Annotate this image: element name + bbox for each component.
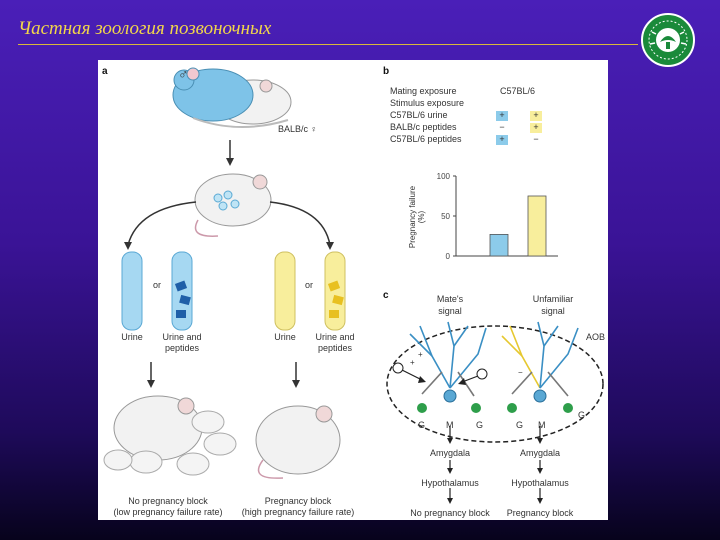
aob-label: AOB	[586, 332, 606, 342]
plus-sign: +	[418, 350, 423, 359]
granule-label: G	[516, 420, 524, 430]
tube-label-1: Urine	[121, 332, 143, 342]
bar-0	[489, 234, 509, 257]
granule-cell-left	[471, 403, 481, 413]
outcome-right-subtitle: (high pregnancy failure rate)	[241, 507, 355, 517]
urine-peptides-tube-icon	[324, 251, 346, 331]
tube-label-3: Urine	[274, 332, 296, 342]
y-tick-label: 50	[441, 212, 450, 221]
pregnant-female-mouse-icon	[194, 173, 272, 237]
table-row-label: C57BL/6 urine	[390, 110, 448, 120]
mitral-cell-left	[443, 389, 457, 403]
outcome-block: Pregnancy block	[506, 508, 574, 518]
granule-cell-right	[507, 403, 517, 413]
outcome-left-subtitle: (low pregnancy failure rate)	[113, 507, 223, 517]
female-strain-label: BALB/c ♀	[278, 124, 318, 134]
table-row-label: BALB/c peptides	[390, 122, 457, 132]
plus-sign: +	[410, 358, 415, 367]
granule-label: G	[476, 420, 484, 430]
mother-with-pups-icon	[103, 395, 237, 476]
table-header-strain: C57BL/6	[500, 86, 536, 96]
stimulus-value: −	[533, 134, 539, 144]
amygdala-left: Amygdala	[429, 448, 471, 458]
amygdala-right: Amygdala	[519, 448, 561, 458]
outcome-no-block: No pregnancy block	[410, 508, 490, 518]
title-underline	[18, 44, 638, 45]
stimulus-cell-blue	[496, 111, 508, 121]
tube-label-2: Urine and peptides	[162, 332, 202, 353]
or-label-1: or	[153, 280, 162, 290]
outcome-left-title: No pregnancy block	[128, 496, 208, 506]
stimulus-value: +	[499, 110, 505, 120]
outcome-right-title: Pregnancy block	[264, 496, 332, 506]
mitral-label: M	[446, 420, 454, 430]
hypothalamus-right: Hypothalamus	[511, 478, 569, 488]
mitral-cell-right	[533, 389, 547, 403]
stimulus-value: +	[533, 122, 539, 132]
y-axis-label: Pregnancy failure (%)	[408, 185, 426, 249]
pregnancy-failure-bar-chart: 0 50 100	[437, 172, 558, 261]
mating-pair-mice-icon	[172, 67, 292, 128]
panel-a-illustration	[103, 67, 346, 479]
urine-tube-icon	[274, 251, 296, 331]
tube-label-4: Urine and peptides	[315, 332, 355, 353]
stimulus-value: +	[533, 110, 539, 120]
male-symbol: ♂	[178, 66, 189, 82]
left-signal-subtitle: signal	[438, 306, 462, 316]
single-female-mouse-icon	[255, 405, 341, 479]
stimulus-value: −	[499, 122, 505, 132]
figure-panel: a	[98, 60, 608, 520]
table-row-label: Stimulus exposure	[390, 98, 465, 108]
hypothalamus-left: Hypothalamus	[421, 478, 479, 488]
granule-cell-right	[563, 403, 573, 413]
aob-boundary	[386, 325, 604, 443]
university-emblem-icon	[641, 13, 695, 67]
urine-tube-icon	[121, 251, 143, 331]
granule-label: G	[578, 410, 586, 420]
right-signal-title: Unfamiliar	[532, 294, 574, 304]
right-signal-subtitle: signal	[541, 306, 565, 316]
stimulus-cell-blue	[496, 135, 508, 145]
left-signal-title: Mate's	[436, 294, 464, 304]
stimulus-value: +	[499, 134, 505, 144]
neural-circuit-diagram	[386, 321, 604, 504]
or-label-2: or	[305, 280, 314, 290]
bar-1	[527, 195, 547, 257]
y-tick-label: 0	[446, 252, 451, 261]
mitral-label: M	[538, 420, 546, 430]
panel-b-letter: b	[383, 66, 390, 77]
minus-sign: −	[518, 368, 523, 377]
table-row-label: Mating exposure	[390, 86, 457, 96]
slide-title: Частная зоология позвоночных	[18, 18, 272, 39]
granule-cell-left	[417, 403, 427, 413]
stimulus-cell-yellow	[530, 123, 542, 133]
y-tick-label: 100	[437, 172, 451, 181]
urine-peptides-tube-icon	[171, 251, 193, 331]
table-row-label: C57BL/6 peptides	[390, 134, 462, 144]
panel-a-letter: a	[102, 66, 108, 77]
granule-label: G	[418, 420, 426, 430]
stimulus-cell-yellow	[530, 111, 542, 121]
panel-c-letter: c	[383, 290, 389, 301]
